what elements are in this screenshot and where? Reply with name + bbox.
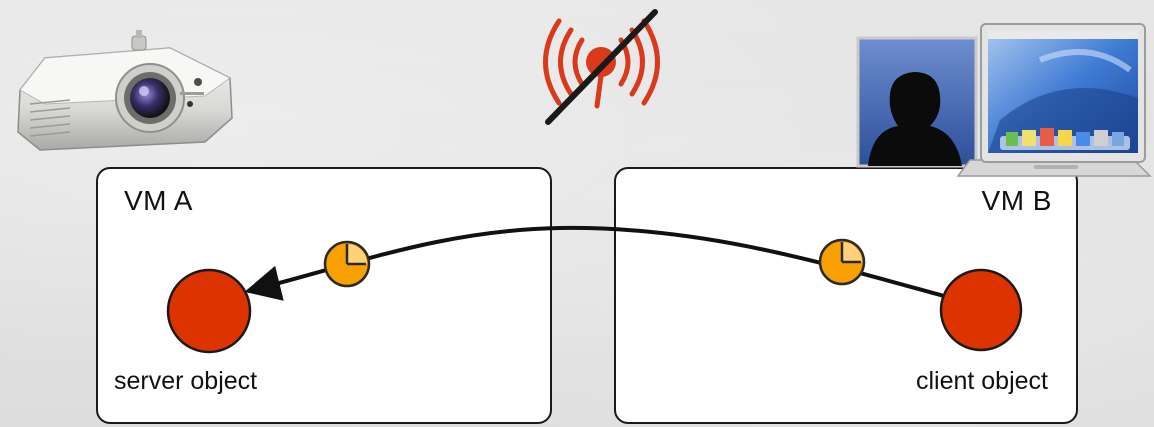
wireless-disconnected-icon	[546, 12, 658, 122]
clock-icon	[325, 242, 369, 286]
server-object-node	[168, 270, 250, 352]
clock-icon	[820, 240, 864, 284]
projector-icon	[18, 30, 232, 150]
client-object-node	[941, 270, 1021, 350]
user-with-laptop-icon	[858, 24, 1150, 176]
